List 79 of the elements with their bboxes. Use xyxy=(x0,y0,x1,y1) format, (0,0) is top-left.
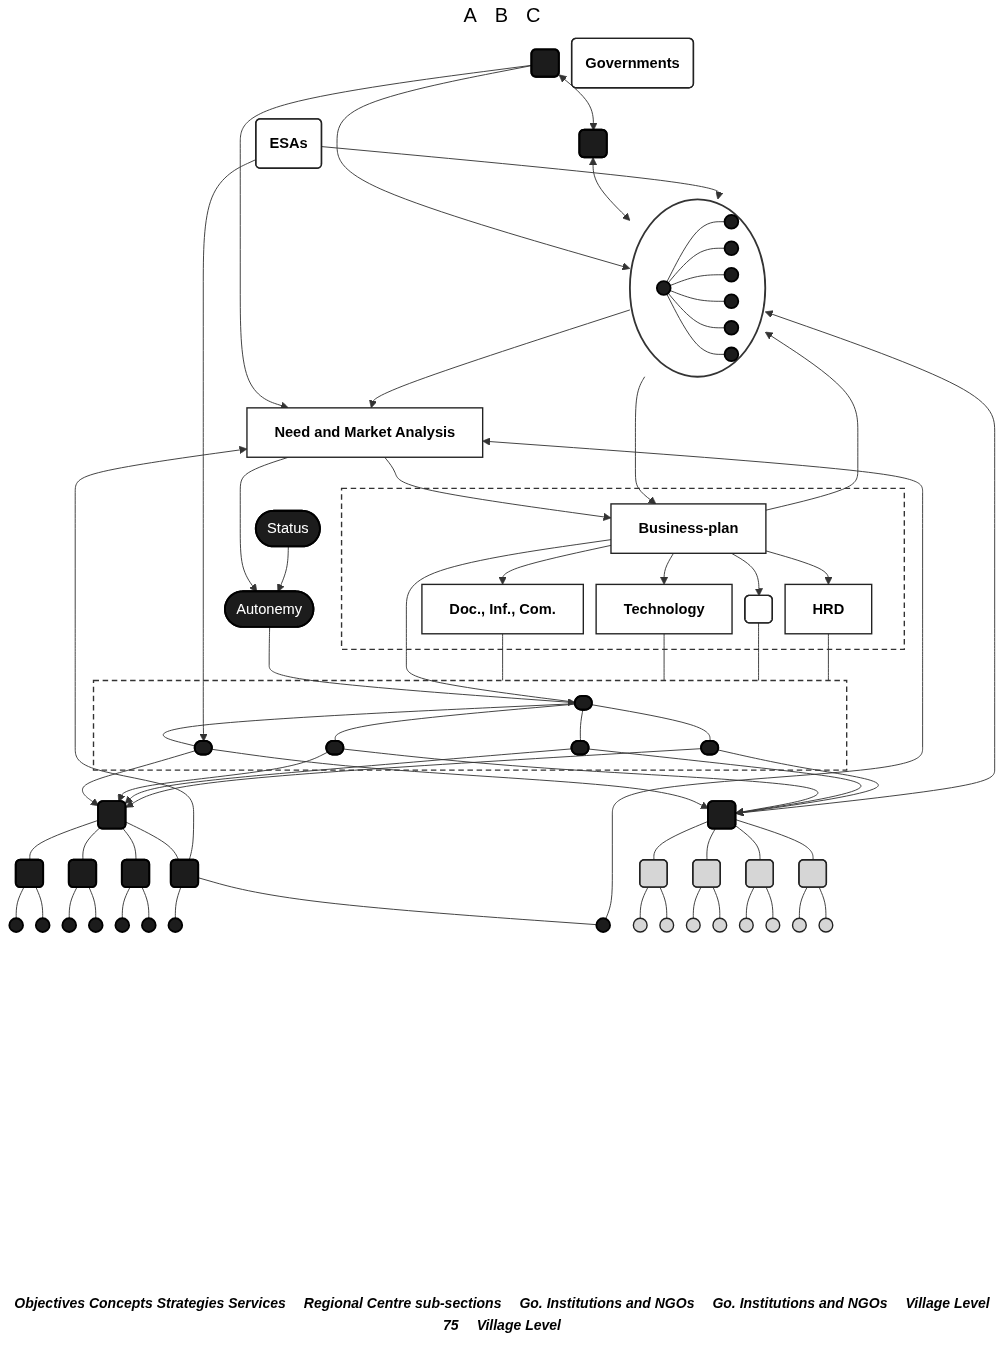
node-circle xyxy=(791,917,807,933)
node-circle xyxy=(738,917,754,933)
node-circle xyxy=(61,917,77,933)
connector xyxy=(798,887,808,919)
node-circle xyxy=(34,917,51,933)
connector xyxy=(141,887,150,919)
diagram-label: Village Level xyxy=(476,1317,561,1333)
node-circle xyxy=(723,320,740,336)
connector xyxy=(669,290,725,302)
connector xyxy=(334,703,576,742)
node-box: Technology xyxy=(595,583,733,635)
diagram-label: Go. Institutions and NGOs xyxy=(712,1295,888,1311)
connector xyxy=(174,887,182,919)
connector xyxy=(666,293,725,355)
connector xyxy=(765,887,774,919)
node-circle xyxy=(114,917,131,933)
column-heading: C xyxy=(526,4,541,27)
connector xyxy=(659,887,668,919)
node-circle xyxy=(88,917,104,933)
connector xyxy=(667,247,725,284)
column-heading: B xyxy=(494,4,509,27)
node-circle xyxy=(141,917,157,933)
column-heading: A xyxy=(463,4,477,27)
node-box: HRD xyxy=(784,583,873,635)
connector xyxy=(663,633,665,681)
connector xyxy=(591,704,711,742)
node-circle xyxy=(685,917,701,933)
connector xyxy=(735,825,761,861)
connector xyxy=(827,633,829,681)
connector xyxy=(818,887,827,919)
connector xyxy=(15,887,25,919)
node-circle xyxy=(818,917,834,933)
connector xyxy=(35,887,44,919)
connector xyxy=(122,828,137,861)
cluster xyxy=(92,679,848,771)
diagram-label: Objectives Concepts Strategies Services xyxy=(14,1295,286,1311)
connector xyxy=(29,819,99,861)
node-circle xyxy=(723,240,740,256)
node-circle xyxy=(723,293,740,310)
node-circle xyxy=(8,917,24,933)
cluster xyxy=(340,487,905,651)
connector xyxy=(666,221,725,283)
node-circle xyxy=(723,267,740,283)
node-circle xyxy=(723,346,740,363)
node-circle xyxy=(765,917,781,933)
diagram-label: Regional Centre sub-sections xyxy=(303,1295,502,1311)
connector xyxy=(706,828,716,861)
connector xyxy=(667,292,725,329)
connector xyxy=(735,819,814,861)
connector xyxy=(198,877,597,926)
node-box: Doc., Inf., Com. xyxy=(421,583,584,635)
node-circle xyxy=(659,917,675,933)
node-circle xyxy=(712,917,728,933)
connector xyxy=(758,622,760,681)
connector xyxy=(745,887,755,919)
connector xyxy=(669,274,725,286)
connector xyxy=(639,887,649,919)
diagram-label: Village Level xyxy=(905,1295,990,1311)
cluster xyxy=(628,198,767,378)
node-circle xyxy=(723,213,740,230)
connector xyxy=(653,820,709,861)
node-box: Need and Market Analysis xyxy=(246,407,484,458)
connector xyxy=(82,827,101,861)
connector xyxy=(712,887,721,919)
connector xyxy=(125,821,180,861)
connector xyxy=(579,709,584,742)
diagram-label: Go. Institutions and NGOs xyxy=(519,1295,695,1311)
connector xyxy=(68,887,78,919)
diagram-label: 75 xyxy=(443,1317,459,1333)
connector xyxy=(692,887,702,919)
node-box: Business-plan xyxy=(610,503,767,554)
connector xyxy=(88,887,97,919)
node-circle xyxy=(595,917,611,933)
node-circle xyxy=(655,280,672,296)
node-circle xyxy=(167,917,184,933)
node-circle xyxy=(632,917,648,933)
connector xyxy=(502,633,504,681)
connector xyxy=(162,703,576,747)
connector xyxy=(121,887,131,919)
